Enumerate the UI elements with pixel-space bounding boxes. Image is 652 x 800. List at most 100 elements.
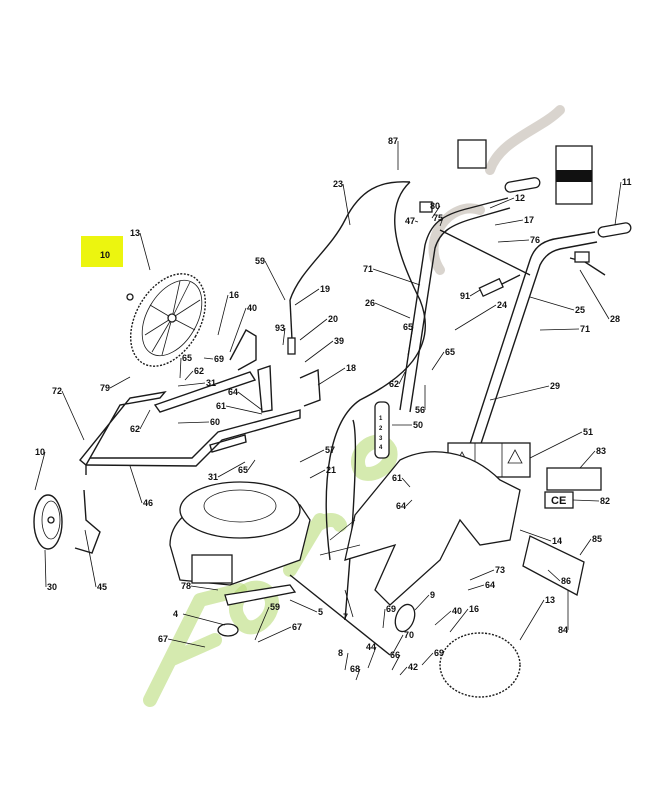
part-number-label[interactable]: 19 <box>320 284 330 294</box>
part-number-label[interactable]: 21 <box>326 465 336 475</box>
leader-line <box>247 459 256 471</box>
part-number-label[interactable]: 13 <box>545 595 555 605</box>
leader-line <box>367 646 377 669</box>
part-number-label[interactable]: 8 <box>338 648 343 658</box>
part-number-label[interactable]: 28 <box>610 314 620 324</box>
part-number-label[interactable]: 61 <box>216 401 226 411</box>
part-number-label[interactable]: 17 <box>524 215 534 225</box>
part-number-label[interactable]: 69 <box>214 354 224 364</box>
part-number-label[interactable]: 70 <box>404 630 414 640</box>
part-number-label[interactable]: 65 <box>445 347 455 357</box>
part-number-label[interactable]: 20 <box>328 314 338 324</box>
part-number-label[interactable]: 64 <box>396 501 406 511</box>
part-number-label[interactable]: 64 <box>228 387 238 397</box>
part-number-label[interactable]: 4 <box>173 609 178 619</box>
part-number-label[interactable]: 18 <box>346 363 356 373</box>
part-number-label[interactable]: 82 <box>600 496 610 506</box>
part-number-label[interactable]: 60 <box>210 417 220 427</box>
part-number-label[interactable]: 84 <box>558 625 568 635</box>
part-number-label[interactable]: 30 <box>47 582 57 592</box>
leader-line <box>129 465 143 504</box>
part-number-label[interactable]: 10 <box>100 250 110 260</box>
engine <box>169 481 391 656</box>
part-number-label[interactable]: 25 <box>575 305 585 315</box>
part-number-label[interactable]: 67 <box>158 634 168 644</box>
part-number-label[interactable]: 42 <box>408 662 418 672</box>
part-number-label[interactable]: 78 <box>181 581 191 591</box>
leader-line <box>34 451 46 491</box>
part-number-label[interactable]: 24 <box>497 300 507 310</box>
part-number-label[interactable]: 46 <box>143 498 153 508</box>
part-number-label[interactable]: 65 <box>403 322 413 332</box>
part-number-label[interactable]: 73 <box>495 565 505 575</box>
part-number-label[interactable]: 61 <box>392 473 402 483</box>
part-number-label[interactable]: 44 <box>366 642 376 652</box>
part-number-label[interactable]: 5 <box>318 607 323 617</box>
part-number-label[interactable]: 57 <box>325 445 335 455</box>
part-number-label[interactable]: 79 <box>100 383 110 393</box>
part-number-label[interactable]: 59 <box>255 256 265 266</box>
part-number-label[interactable]: 39 <box>334 336 344 346</box>
part-number-label[interactable]: 71 <box>580 324 590 334</box>
part-number-label[interactable]: 93 <box>275 323 285 333</box>
part-number-label[interactable]: 16 <box>469 604 479 614</box>
leader-line <box>309 469 326 479</box>
part-number-label[interactable]: 62 <box>389 379 399 389</box>
part-number-label[interactable]: 45 <box>97 582 107 592</box>
part-number-label[interactable]: 65 <box>238 465 248 475</box>
part-number-label[interactable]: 69 <box>386 604 396 614</box>
part-number-label[interactable]: 67 <box>292 622 302 632</box>
part-number-label[interactable]: 10 <box>35 447 45 457</box>
part-number-label[interactable]: 62 <box>194 366 204 376</box>
part-number-label[interactable]: 31 <box>206 378 216 388</box>
leader-line <box>494 219 524 226</box>
part-number-label[interactable]: 76 <box>530 235 540 245</box>
leader-line <box>614 181 622 226</box>
part-number-label[interactable]: 56 <box>415 405 425 415</box>
part-number-label[interactable]: 71 <box>363 264 373 274</box>
part-number-label[interactable]: 68 <box>350 664 360 674</box>
part-number-label[interactable]: 47 <box>405 216 415 226</box>
leader-line <box>454 304 497 331</box>
part-number-label[interactable]: 14 <box>552 536 562 546</box>
part-number-label[interactable]: 12 <box>515 193 525 203</box>
part-number-label[interactable]: 85 <box>592 534 602 544</box>
part-number-label[interactable]: 66 <box>390 650 400 660</box>
part-number-label[interactable]: 16 <box>229 290 239 300</box>
leader-line <box>282 327 286 346</box>
part-number-label[interactable]: 65 <box>182 353 192 363</box>
part-number-label[interactable]: 80 <box>430 201 440 211</box>
part-number-label[interactable]: 7 <box>343 612 348 622</box>
leader-line <box>405 499 413 507</box>
leader-line <box>469 569 495 581</box>
part-number-label[interactable]: 91 <box>460 291 470 301</box>
leader-line <box>184 370 194 381</box>
part-number-label[interactable]: 62 <box>130 424 140 434</box>
part-number-label[interactable]: 59 <box>270 602 280 612</box>
part-number-label[interactable]: 11 <box>622 177 632 187</box>
leader-line <box>439 217 444 227</box>
part-number-label[interactable]: 50 <box>413 420 423 430</box>
leader-line <box>449 608 469 633</box>
part-number-label[interactable]: 86 <box>561 576 571 586</box>
part-number-label[interactable]: 51 <box>583 427 593 437</box>
part-number-label[interactable]: 40 <box>247 303 257 313</box>
part-number-label[interactable]: 75 <box>433 213 443 223</box>
part-number-label[interactable]: 40 <box>452 606 462 616</box>
part-number-label[interactable]: 87 <box>388 136 398 146</box>
part-number-label[interactable]: 31 <box>208 472 218 482</box>
part-number-label[interactable]: 9 <box>430 590 435 600</box>
part-number-label[interactable]: 23 <box>333 179 343 189</box>
leader-line <box>177 382 206 387</box>
speed-3: 3 <box>379 436 383 442</box>
leader-line <box>401 477 411 488</box>
part-number-label[interactable]: 72 <box>52 386 62 396</box>
part-number-label[interactable]: 29 <box>550 381 560 391</box>
part-number-label[interactable]: 26 <box>365 298 375 308</box>
part-number-label[interactable]: 83 <box>596 446 606 456</box>
part-number-label[interactable]: 13 <box>130 228 140 238</box>
part-number-label[interactable]: 69 <box>434 648 444 658</box>
part-number-label[interactable]: 64 <box>485 580 495 590</box>
